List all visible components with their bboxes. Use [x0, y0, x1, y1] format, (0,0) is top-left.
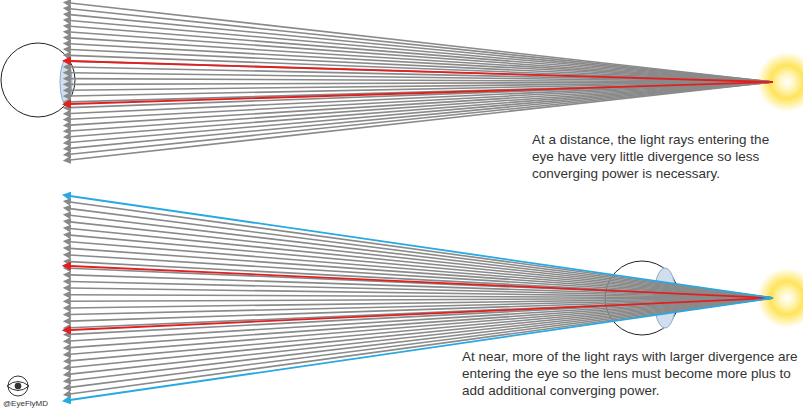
light-ray [70, 262, 773, 298]
light-ray [70, 82, 773, 160]
light-ray [70, 281, 773, 298]
light-ray [70, 222, 773, 298]
light-ray [70, 82, 773, 137]
light-ray [70, 255, 773, 298]
light-ray [70, 44, 773, 82]
light-ray [70, 298, 773, 348]
light-ray [70, 38, 773, 82]
light-ray [70, 73, 773, 82]
light-ray [70, 20, 773, 82]
light-ray [70, 32, 773, 82]
light-ray [70, 9, 773, 82]
light-ray [70, 228, 773, 298]
light-ray [70, 3, 773, 82]
pupil-ray [70, 82, 773, 104]
logo-icon [7, 376, 29, 396]
light-ray [70, 248, 773, 298]
light-ray [70, 82, 773, 131]
light-ray [70, 235, 773, 298]
pupil-ray [70, 61, 773, 82]
light-ray [70, 295, 773, 298]
eye-outline [1, 43, 75, 117]
caption-note: At near, more of the light rays with lar… [462, 349, 800, 400]
light-ray [70, 61, 773, 82]
light-ray [70, 15, 773, 82]
light-ray [70, 242, 773, 298]
light-ray [70, 55, 773, 82]
light-ray [70, 82, 773, 119]
caption-note: At a distance, the light rays entering t… [532, 132, 794, 183]
light-ray [70, 209, 773, 298]
light-ray [70, 275, 773, 298]
light-ray [70, 298, 773, 341]
light-ray [70, 50, 773, 82]
light-ray [70, 215, 773, 298]
divergent-ray [70, 196, 773, 298]
watermark: @EyeFlyMD [3, 399, 63, 409]
light-ray [70, 26, 773, 82]
